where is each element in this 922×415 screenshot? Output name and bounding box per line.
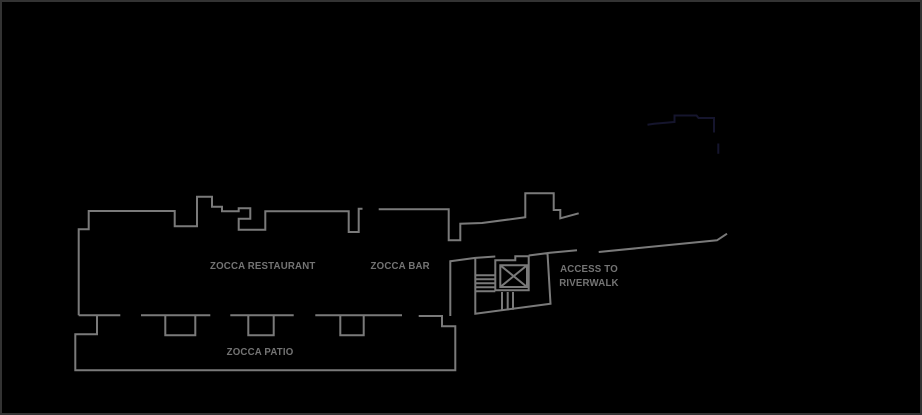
patio-label: ZOCCA PATIO [226, 346, 294, 358]
stair-core [450, 249, 578, 315]
core-walls [450, 249, 578, 315]
core-partition-lines [501, 292, 514, 311]
restaurant-outline-path [77, 195, 363, 316]
adjacent-building-path [647, 114, 720, 154]
patio-outline-path [74, 315, 457, 372]
stairs-icon [475, 274, 496, 293]
stair-treads [475, 274, 496, 293]
bar-roofline-path [378, 192, 579, 242]
patio-outline [74, 315, 457, 372]
riverwalk-access-line1: ACCESS TO [560, 263, 618, 275]
pillar-tabs [164, 315, 365, 337]
riverwalk-access-label: ACCESS TO RIVERWALK [557, 263, 621, 290]
restaurant-room-label: ZOCCA RESTAURANT [210, 260, 316, 272]
walkway-line [598, 232, 728, 253]
adjacent-building-outline [647, 114, 720, 154]
building-outline [77, 192, 579, 337]
riverwalk-walkway-path [598, 232, 728, 253]
riverwalk-access-line2: RIVERWALK [559, 276, 619, 289]
elevator-icon [494, 255, 530, 292]
elevator-x-lines [499, 264, 528, 288]
bar-room-label: ZOCCA BAR [370, 260, 430, 272]
